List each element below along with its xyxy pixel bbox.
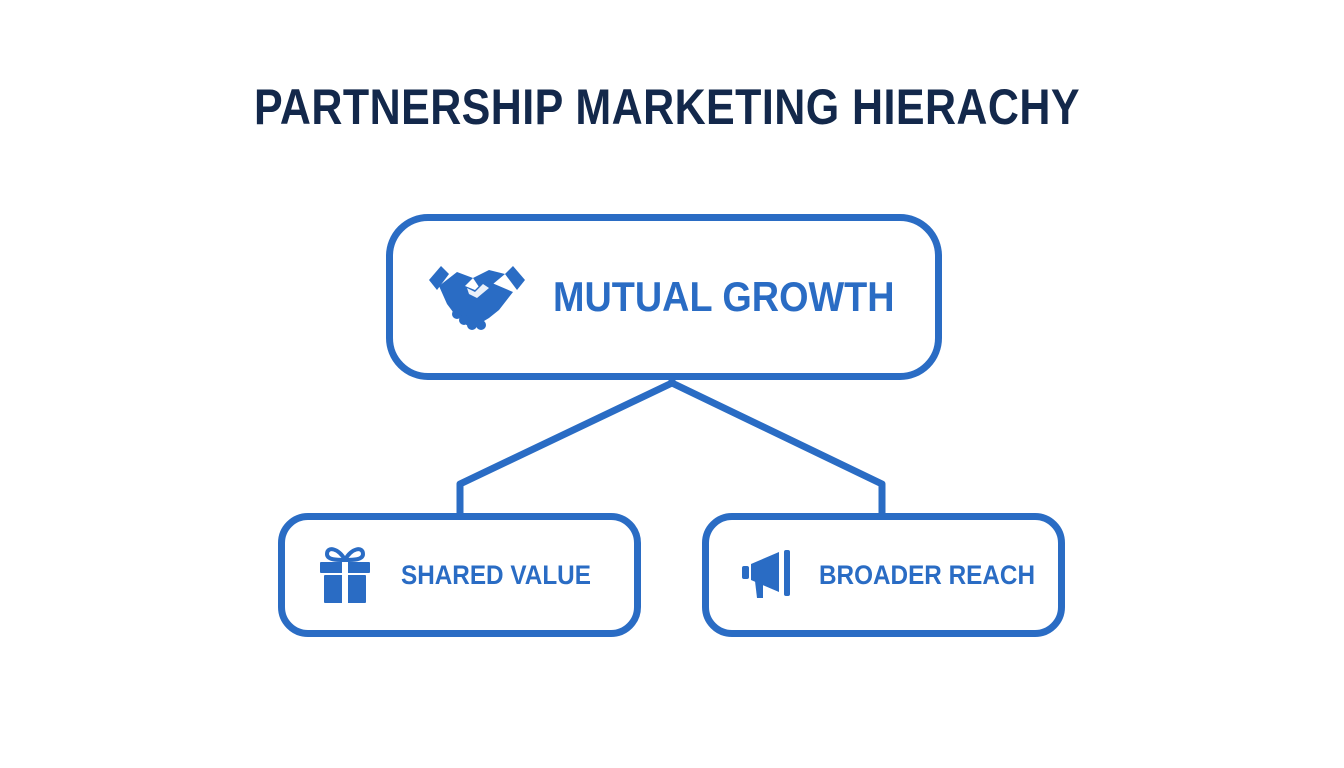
handshake-icon [429, 266, 525, 330]
diagram-title: PARTNERSHIP MARKETING HIERACHY [254, 79, 1080, 135]
node-broader-reach: BROADER REACH [702, 513, 1065, 637]
megaphone-icon [742, 550, 790, 598]
node-mutual-growth: MUTUAL GROWTH [386, 214, 942, 380]
gift-icon [320, 547, 370, 603]
node-shared-value: SHARED VALUE [278, 513, 641, 637]
node-label-shared-value: SHARED VALUE [401, 559, 591, 590]
connector-to-shared-value [456, 379, 674, 513]
connector-to-broader-reach [670, 379, 886, 513]
node-label-mutual-growth: MUTUAL GROWTH [553, 273, 895, 320]
node-label-broader-reach: BROADER REACH [819, 559, 1036, 590]
